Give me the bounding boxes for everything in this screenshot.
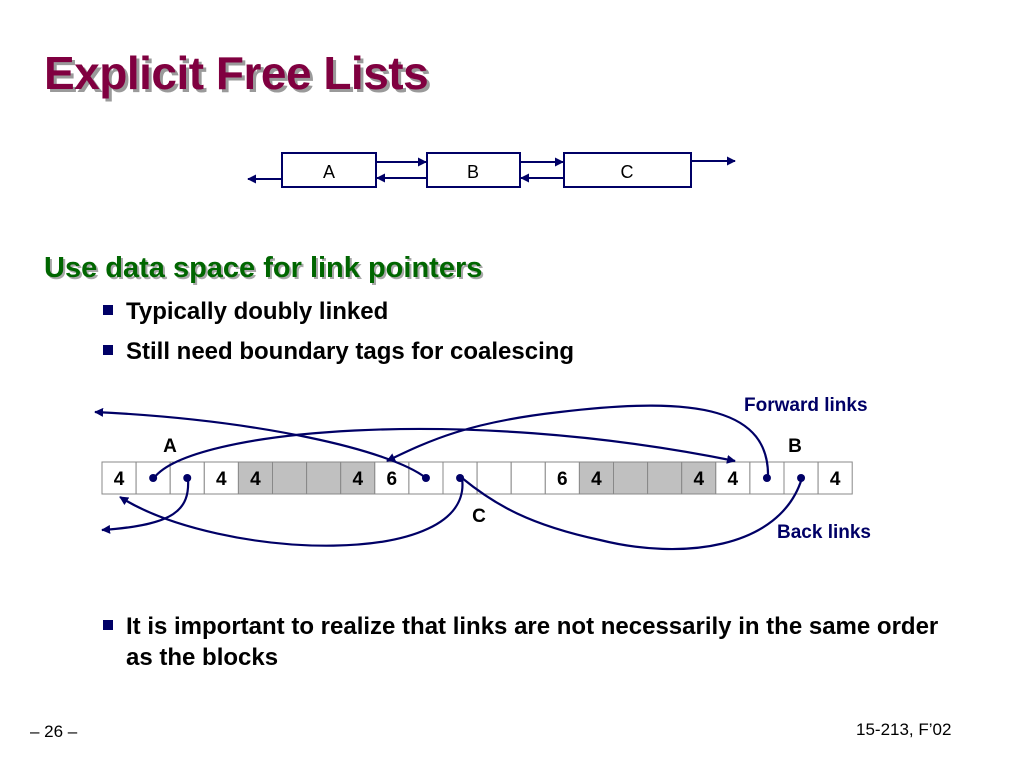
memory-cell — [681, 461, 717, 495]
pointer-dot — [797, 474, 806, 482]
top-linked-list — [247, 152, 736, 188]
memory-cell — [613, 461, 649, 495]
memory-cell-value: 6 — [557, 469, 568, 490]
list-node-c-label: C — [621, 162, 634, 182]
memory-cell-value: 4 — [352, 469, 363, 490]
forward-link-b-to-c — [386, 404, 770, 479]
bullet-square-icon — [103, 620, 113, 630]
memory-cell-value: 4 — [216, 469, 227, 490]
block-label-a: A — [163, 436, 177, 457]
list-node-b — [426, 152, 521, 188]
forward-links-label: Forward links — [744, 395, 868, 416]
memory-cell — [544, 461, 580, 495]
list-node-a — [281, 152, 377, 188]
back-link-b-to-c — [461, 477, 804, 551]
forward-link-c-to-end — [94, 407, 427, 479]
bullet-text: Typically doubly linked — [126, 298, 389, 325]
slide-number: – 26 – — [30, 722, 78, 741]
back-link-a-to-end — [101, 477, 190, 534]
memory-cell-value: 4 — [250, 469, 261, 490]
pointer-dot — [149, 474, 158, 482]
block-label-b: B — [788, 436, 802, 457]
bullet-text: Still need boundary tags for coalescing — [126, 338, 575, 365]
memory-cell-value: 4 — [693, 469, 704, 490]
pointer-dot — [456, 474, 465, 482]
pointer-dot — [762, 474, 771, 482]
bullet-text: It is important to realize that links ar… — [126, 613, 939, 671]
memory-cell-value: 4 — [114, 469, 125, 490]
memory-cell — [817, 461, 853, 495]
memory-cell — [340, 461, 376, 495]
block-label-c: C — [472, 506, 486, 527]
pointer-dot — [421, 474, 430, 482]
list-node-b-label: B — [467, 162, 479, 182]
list-node-a-label: A — [323, 162, 335, 182]
bullet-boundary-tags: Still need boundary tags for coalescing — [103, 336, 946, 367]
pointer-dot — [183, 474, 192, 482]
memory-cell — [272, 461, 308, 495]
slide-title: Explicit Free Lists — [44, 47, 429, 99]
memory-cell-value: 4 — [830, 469, 841, 490]
list-node-c — [563, 152, 692, 188]
course-label: 15-213, F’02 — [856, 720, 952, 739]
memory-cell — [306, 461, 342, 495]
memory-cell-value: 4 — [728, 469, 739, 490]
memory-cell — [578, 461, 615, 495]
pointer-dots — [149, 474, 806, 482]
forward-link-a-to-b — [153, 427, 736, 479]
bullet-square-icon — [103, 345, 113, 355]
memory-cell — [374, 461, 410, 495]
memory-cell — [510, 461, 546, 495]
memory-cell — [476, 461, 512, 495]
memory-cell — [715, 461, 751, 495]
memory-cell — [647, 461, 683, 495]
back-links-label: Back links — [777, 522, 871, 543]
section-heading: Use data space for link pointers — [44, 252, 483, 284]
memory-cell — [237, 461, 273, 495]
back-link-c-to-a — [119, 477, 464, 547]
bullet-link-order: It is important to realize that links ar… — [103, 611, 946, 673]
bullet-square-icon — [103, 305, 113, 315]
memory-cell — [203, 461, 239, 495]
memory-cell-value: 4 — [591, 469, 602, 490]
memory-cell-value: 6 — [387, 469, 398, 490]
bullet-doubly-linked: Typically doubly linked — [103, 296, 946, 327]
